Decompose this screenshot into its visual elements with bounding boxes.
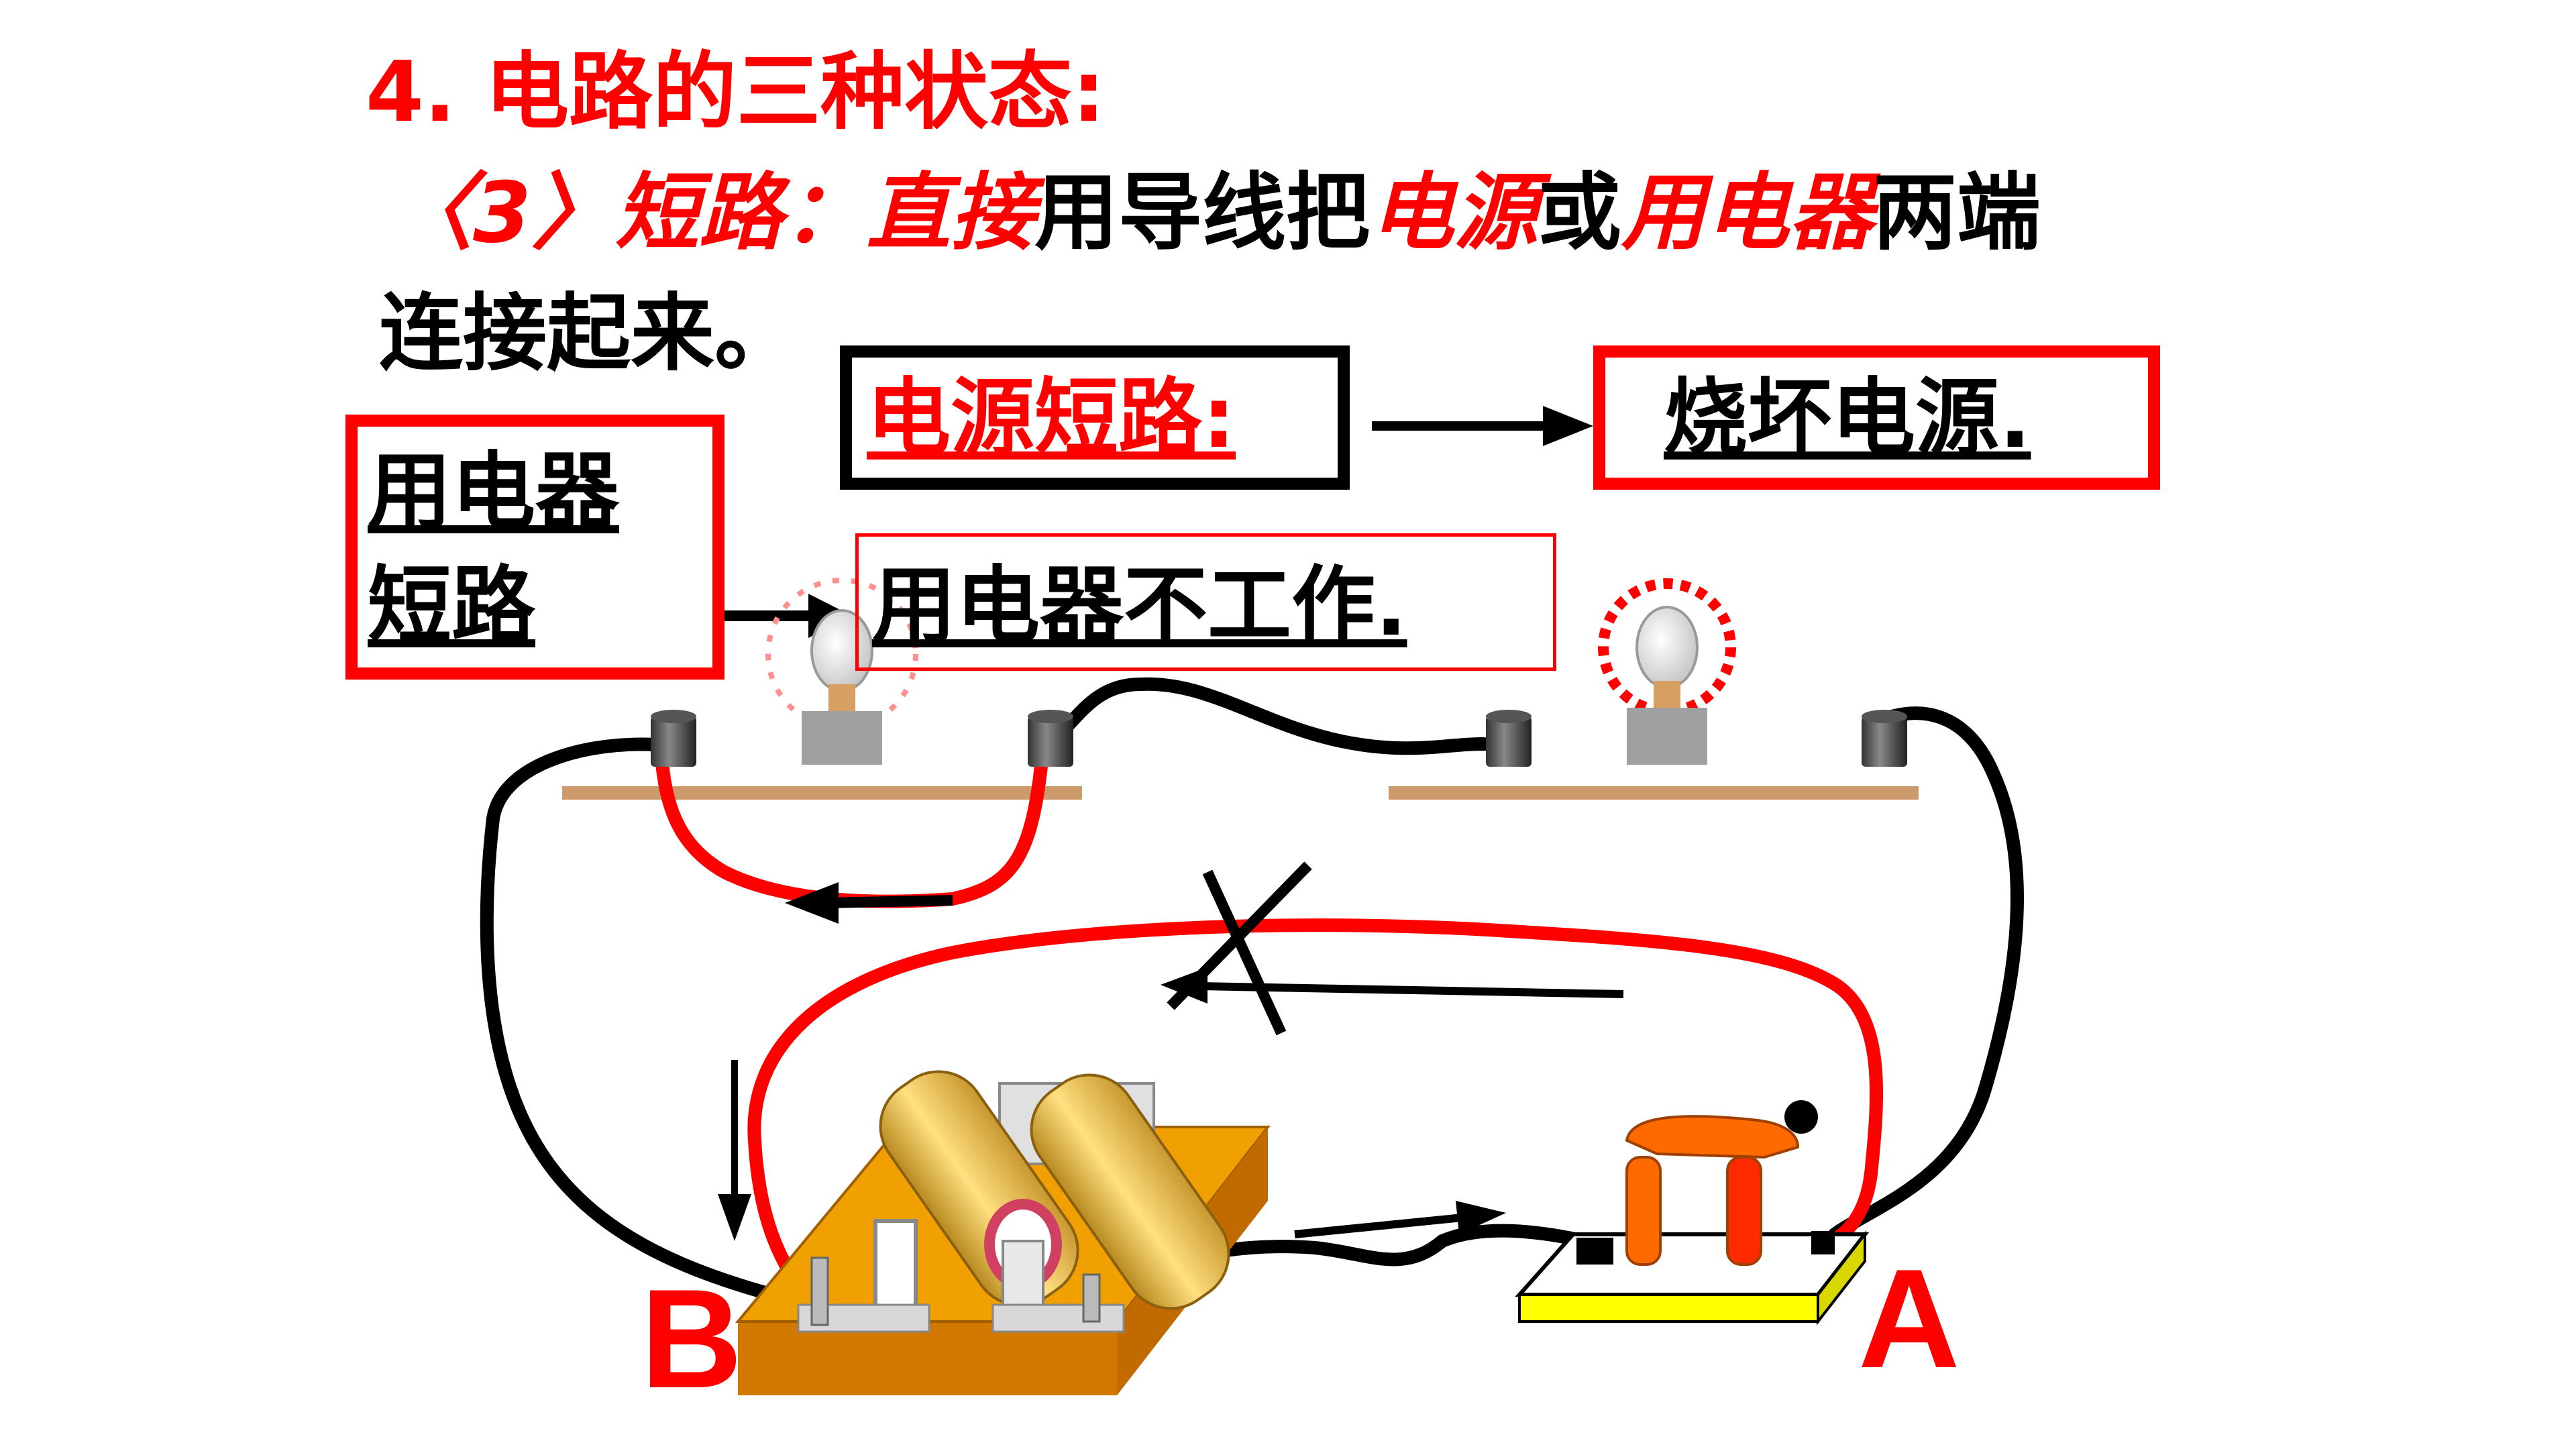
device-not-working-label: 用电器不工作. xyxy=(872,557,1407,655)
burn-source-box xyxy=(1593,345,2160,490)
device-short-box xyxy=(345,415,724,680)
terminal-b-label: B xyxy=(641,1260,743,1417)
terminal-post-icon xyxy=(651,710,696,767)
cross-mark-icon xyxy=(1167,861,1312,1036)
battery-icon xyxy=(735,1070,1271,1395)
wire-left-black xyxy=(480,737,792,1305)
arrow-icon xyxy=(1372,406,1593,446)
definition-line-1: 〈3〉短路：直接用导线把电源或用电器两端 xyxy=(389,171,2041,255)
terminal-post-icon xyxy=(1862,710,1907,767)
terminal-post-icon xyxy=(1486,710,1532,767)
terminal-a-label: A xyxy=(1858,1240,1960,1397)
definition-device: 用电器 xyxy=(1621,164,1873,262)
definition-part-2: 两端 xyxy=(1872,164,2041,262)
device-not-working-box xyxy=(855,533,1556,671)
device-short-label-line-1: 用电器 xyxy=(368,443,619,541)
definition-power: 电源 xyxy=(1369,164,1538,262)
knife-switch-icon xyxy=(1515,1100,1870,1326)
wire-long-red xyxy=(747,918,1884,1305)
device-short-label-line-2: 短路 xyxy=(368,557,535,655)
left-board xyxy=(562,786,1082,800)
wire-top-black xyxy=(1036,677,1509,755)
light-bulb-icon xyxy=(765,578,918,765)
arrow-icon xyxy=(1294,1201,1506,1238)
wire-right-black xyxy=(1828,706,2025,1241)
arrow-icon xyxy=(718,1060,751,1241)
source-short-box xyxy=(840,345,1350,490)
burn-source-label: 烧坏电源. xyxy=(1664,370,2031,467)
arrow-icon xyxy=(1161,967,1624,1004)
definition-or: 或 xyxy=(1537,164,1621,262)
slide-title: 4. 电路的三种状态: xyxy=(366,44,1106,141)
arrow-icon xyxy=(785,882,953,924)
definition-part-1: 用导线把 xyxy=(1034,164,1370,262)
light-bulb-icon xyxy=(1598,578,1736,765)
source-short-label: 电源短路: xyxy=(867,370,1236,467)
wire-short-red xyxy=(654,739,1050,908)
right-board xyxy=(1389,786,1919,800)
terminal-post-icon xyxy=(1028,710,1073,767)
definition-line-2: 连接起来。 xyxy=(379,285,798,382)
definition-prefix: 〈3〉短路：直接 xyxy=(389,164,1034,262)
